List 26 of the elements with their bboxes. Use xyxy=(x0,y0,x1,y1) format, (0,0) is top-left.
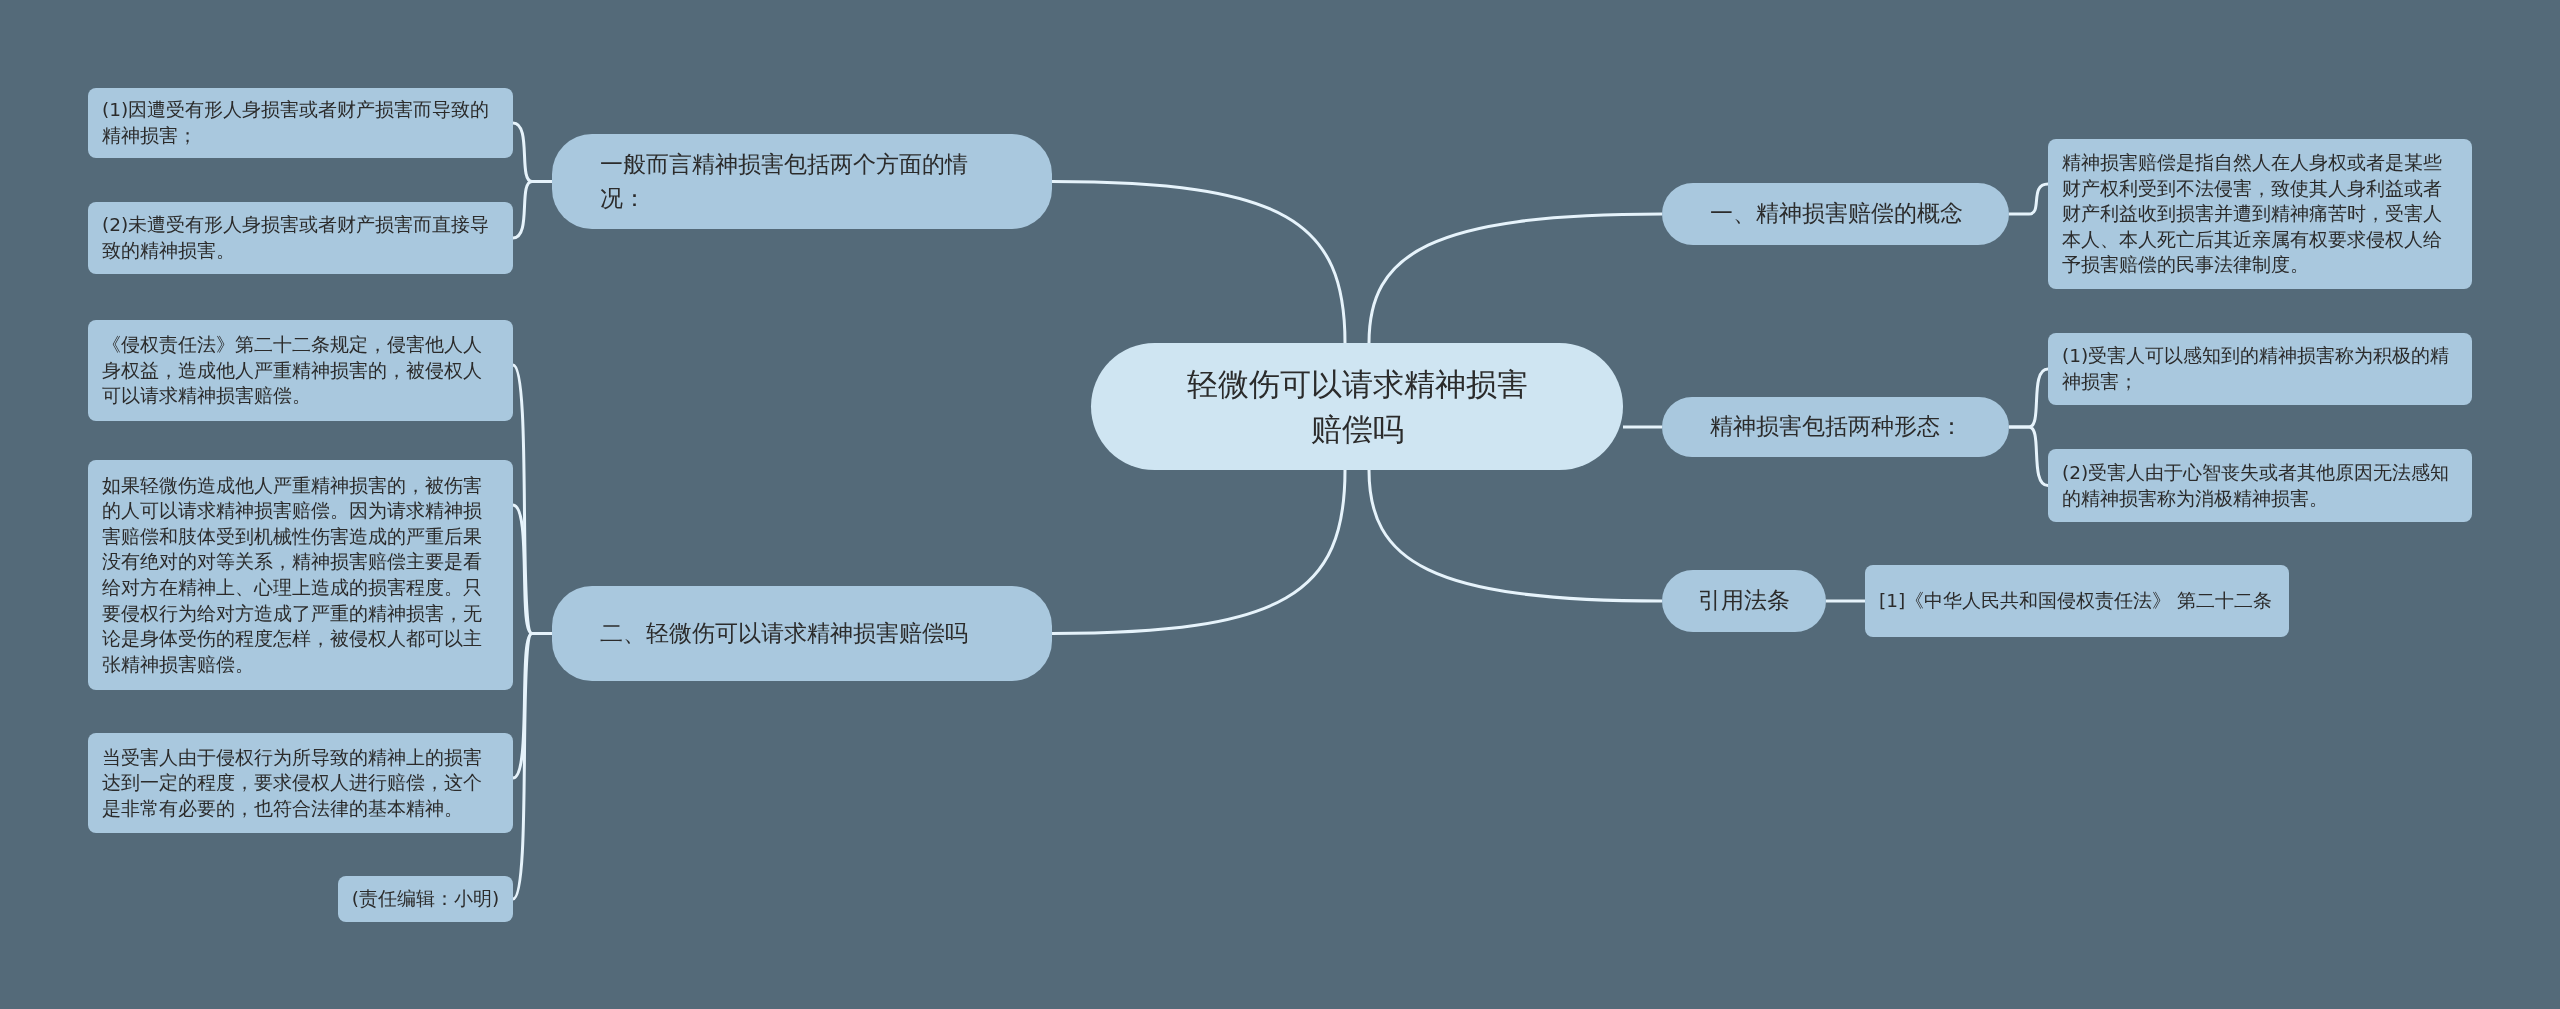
connector-line xyxy=(512,180,552,240)
note-box: (2)受害人由于心智丧失或者其他原因无法感知的精神损害称为消极精神损害。 xyxy=(2048,449,2472,522)
note-box: 《侵权责任法》第二十二条规定，侵害他人人身权益，造成他人严重精神损害的，被侵权人可以请求精神损害赔偿。 xyxy=(88,320,513,421)
note-box: 当受害人由于侵权行为所导致的精神上的损害达到一定的程度，要求侵权人进行赔偿，这个是非常有必要的，也符合法律的基本精神。 xyxy=(88,733,513,833)
topic-box: 精神损害包括两种形态： xyxy=(1662,397,2009,457)
topic-box: 一般而言精神损害包括两个方面的情况： xyxy=(552,134,1052,229)
topic-box: 二、轻微伤可以请求精神损害赔偿吗 xyxy=(552,586,1052,681)
connector-line xyxy=(1051,180,1347,344)
note-box: [1]《中华人民共和国侵权责任法》 第二十二条 xyxy=(1865,565,2289,637)
note-box: (责任编辑：小明) xyxy=(338,876,513,922)
note-box: (1)受害人可以感知到的精神损害称为积极的精神损害； xyxy=(2048,333,2472,405)
note-box: 如果轻微伤造成他人严重精神损害的，被伤害的人可以请求精神损害赔偿。因为请求精神损害赔偿和肢体受到机械性伤害造成的严重后果没有绝对的对等关系，精神损害赔偿主要是看给对方在精神上、心理上造成的损害程度。只要侵权行为给对方造成了严重的精神损害，无论是身体受伤的程度怎样，被侵权人都可以主张精神损害赔偿。 xyxy=(88,460,513,690)
connector-line xyxy=(1367,469,1663,603)
note-box: (2)未遭受有形人身损害或者财产损害而直接导致的精神损害。 xyxy=(88,202,513,274)
note-box: (1)因遭受有形人身损害或者财产损害而导致的精神损害； xyxy=(88,88,513,158)
connector-line xyxy=(1367,212,1663,344)
topic-box: 引用法条 xyxy=(1662,570,1826,632)
connector-line xyxy=(2009,425,2049,487)
connector-line xyxy=(1623,425,1662,429)
connector-line xyxy=(2009,182,2049,216)
connector-line xyxy=(1826,599,1865,603)
connector-line xyxy=(511,632,552,900)
central-topic-box: 轻微伤可以请求精神损害赔偿吗 xyxy=(1091,343,1623,470)
note-box: 精神损害赔偿是指自然人在人身权或者是某些财产权利受到不法侵害，致使其人身利益或者财产利益收到损害并遭到精神痛苦时，受害人本人、本人死亡后其近亲属有权要求侵权人给予损害赔偿的民事法律制度。 xyxy=(2048,139,2472,289)
connector-line xyxy=(1051,469,1347,635)
topic-box: 一、精神损害赔偿的概念 xyxy=(1662,183,2009,245)
